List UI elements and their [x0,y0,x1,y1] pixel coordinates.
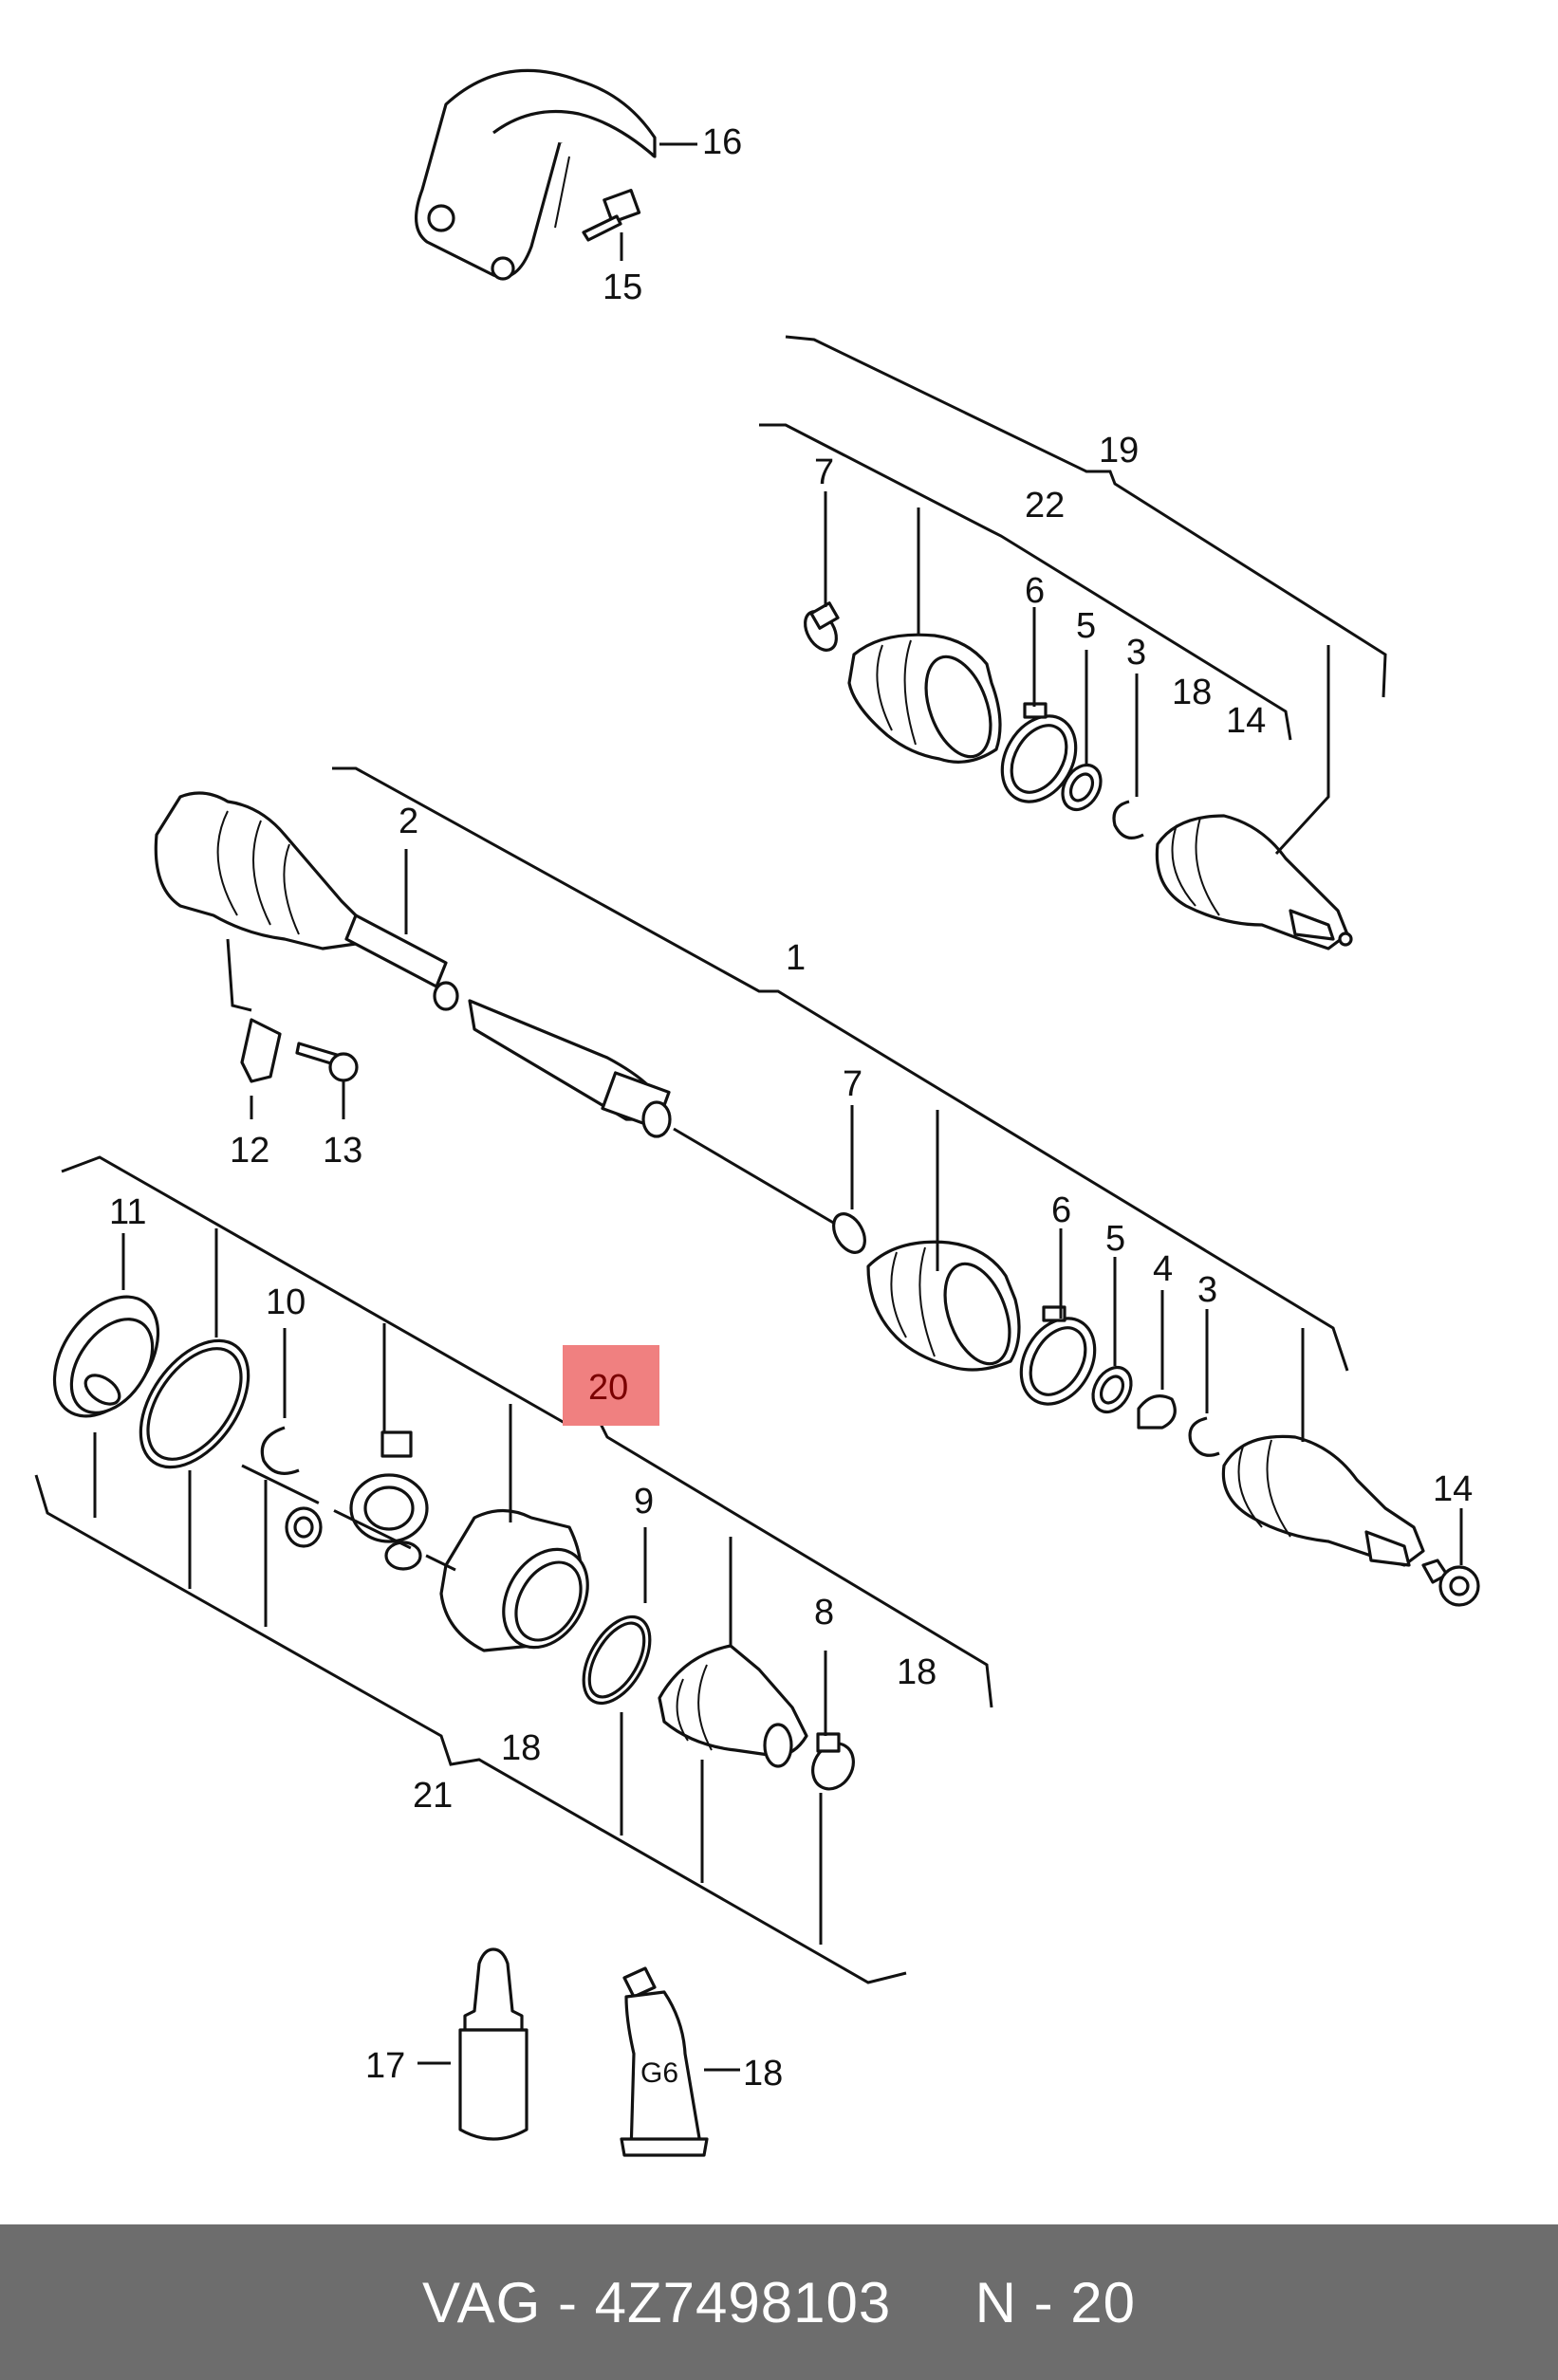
grease-tube-part-18 [620,1966,740,2157]
label-17: 17 [365,2046,405,2086]
label-10: 10 [266,1282,306,1322]
label-3-lower: 3 [1197,1270,1217,1310]
label-12: 12 [230,1131,269,1171]
upper-boot-assembly [804,601,1353,950]
bracket-part-12 [240,1018,282,1119]
bolt-part-15 [582,188,641,261]
heat-shield-part-16 [415,68,697,281]
label-16: 16 [702,122,742,162]
outer-boot-assembly [832,1212,1480,1607]
footer-position: N - 20 [974,2270,1136,2334]
label-1: 1 [786,938,806,978]
label-7-lower: 7 [843,1064,862,1104]
label-11: 11 [109,1192,146,1232]
label-7-upper: 7 [814,452,834,492]
label-3-upper: 3 [1126,633,1146,673]
highlight-20: 20 [563,1345,659,1426]
bracket-21 [34,1474,907,1984]
footer-brand: VAG [422,2270,542,2334]
bracket-19 [759,335,1387,741]
label-18-tube: 18 [743,2054,783,2094]
label-22: 22 [1025,486,1065,526]
label-2: 2 [399,802,418,841]
label-6-upper: 6 [1025,571,1045,611]
label-4: 4 [1153,1249,1173,1289]
label-5-upper: 5 [1076,606,1096,646]
outer-leaders [850,1105,1463,1565]
upper-label-leaders [824,491,1330,856]
label-19: 19 [1099,431,1139,470]
footer-gap [891,2270,974,2335]
footer-bar: VAG - 4Z7498103 N - 20 [0,2224,1558,2380]
inner-joint-main [154,791,672,1138]
bolt-part-13 [295,1042,359,1119]
footer-separator: - [541,2270,595,2334]
label-20: 20 [588,1368,628,1408]
label-18-upper: 18 [1172,673,1212,712]
label-18-kit: 18 [897,1652,937,1692]
label-6-lower: 6 [1051,1190,1071,1230]
label-9: 9 [634,1482,654,1522]
footer-part-number: 4Z7498103 [594,2270,892,2334]
inner-kit-parts [52,1295,855,1791]
bracket-1 [332,766,1349,1372]
inner-kit-leaders [93,1228,827,1945]
label-13: 13 [323,1131,362,1171]
label-21: 21 [413,1776,453,1816]
label-8: 8 [814,1593,834,1633]
main-leaders [404,849,836,1226]
exploded-parts-diagram: 16 15 19 22 7 6 5 3 18 14 2 1 12 13 7 6 … [34,68,1480,2157]
tube-print: G6 [640,2057,678,2089]
label-15: 15 [603,268,642,307]
label-18-mid: 18 [501,1728,541,1768]
label-5-lower: 5 [1105,1219,1125,1259]
label-14-upper: 14 [1226,701,1266,741]
label-14-lower: 14 [1433,1469,1473,1509]
sealant-bottle-part-17 [417,1947,529,2141]
